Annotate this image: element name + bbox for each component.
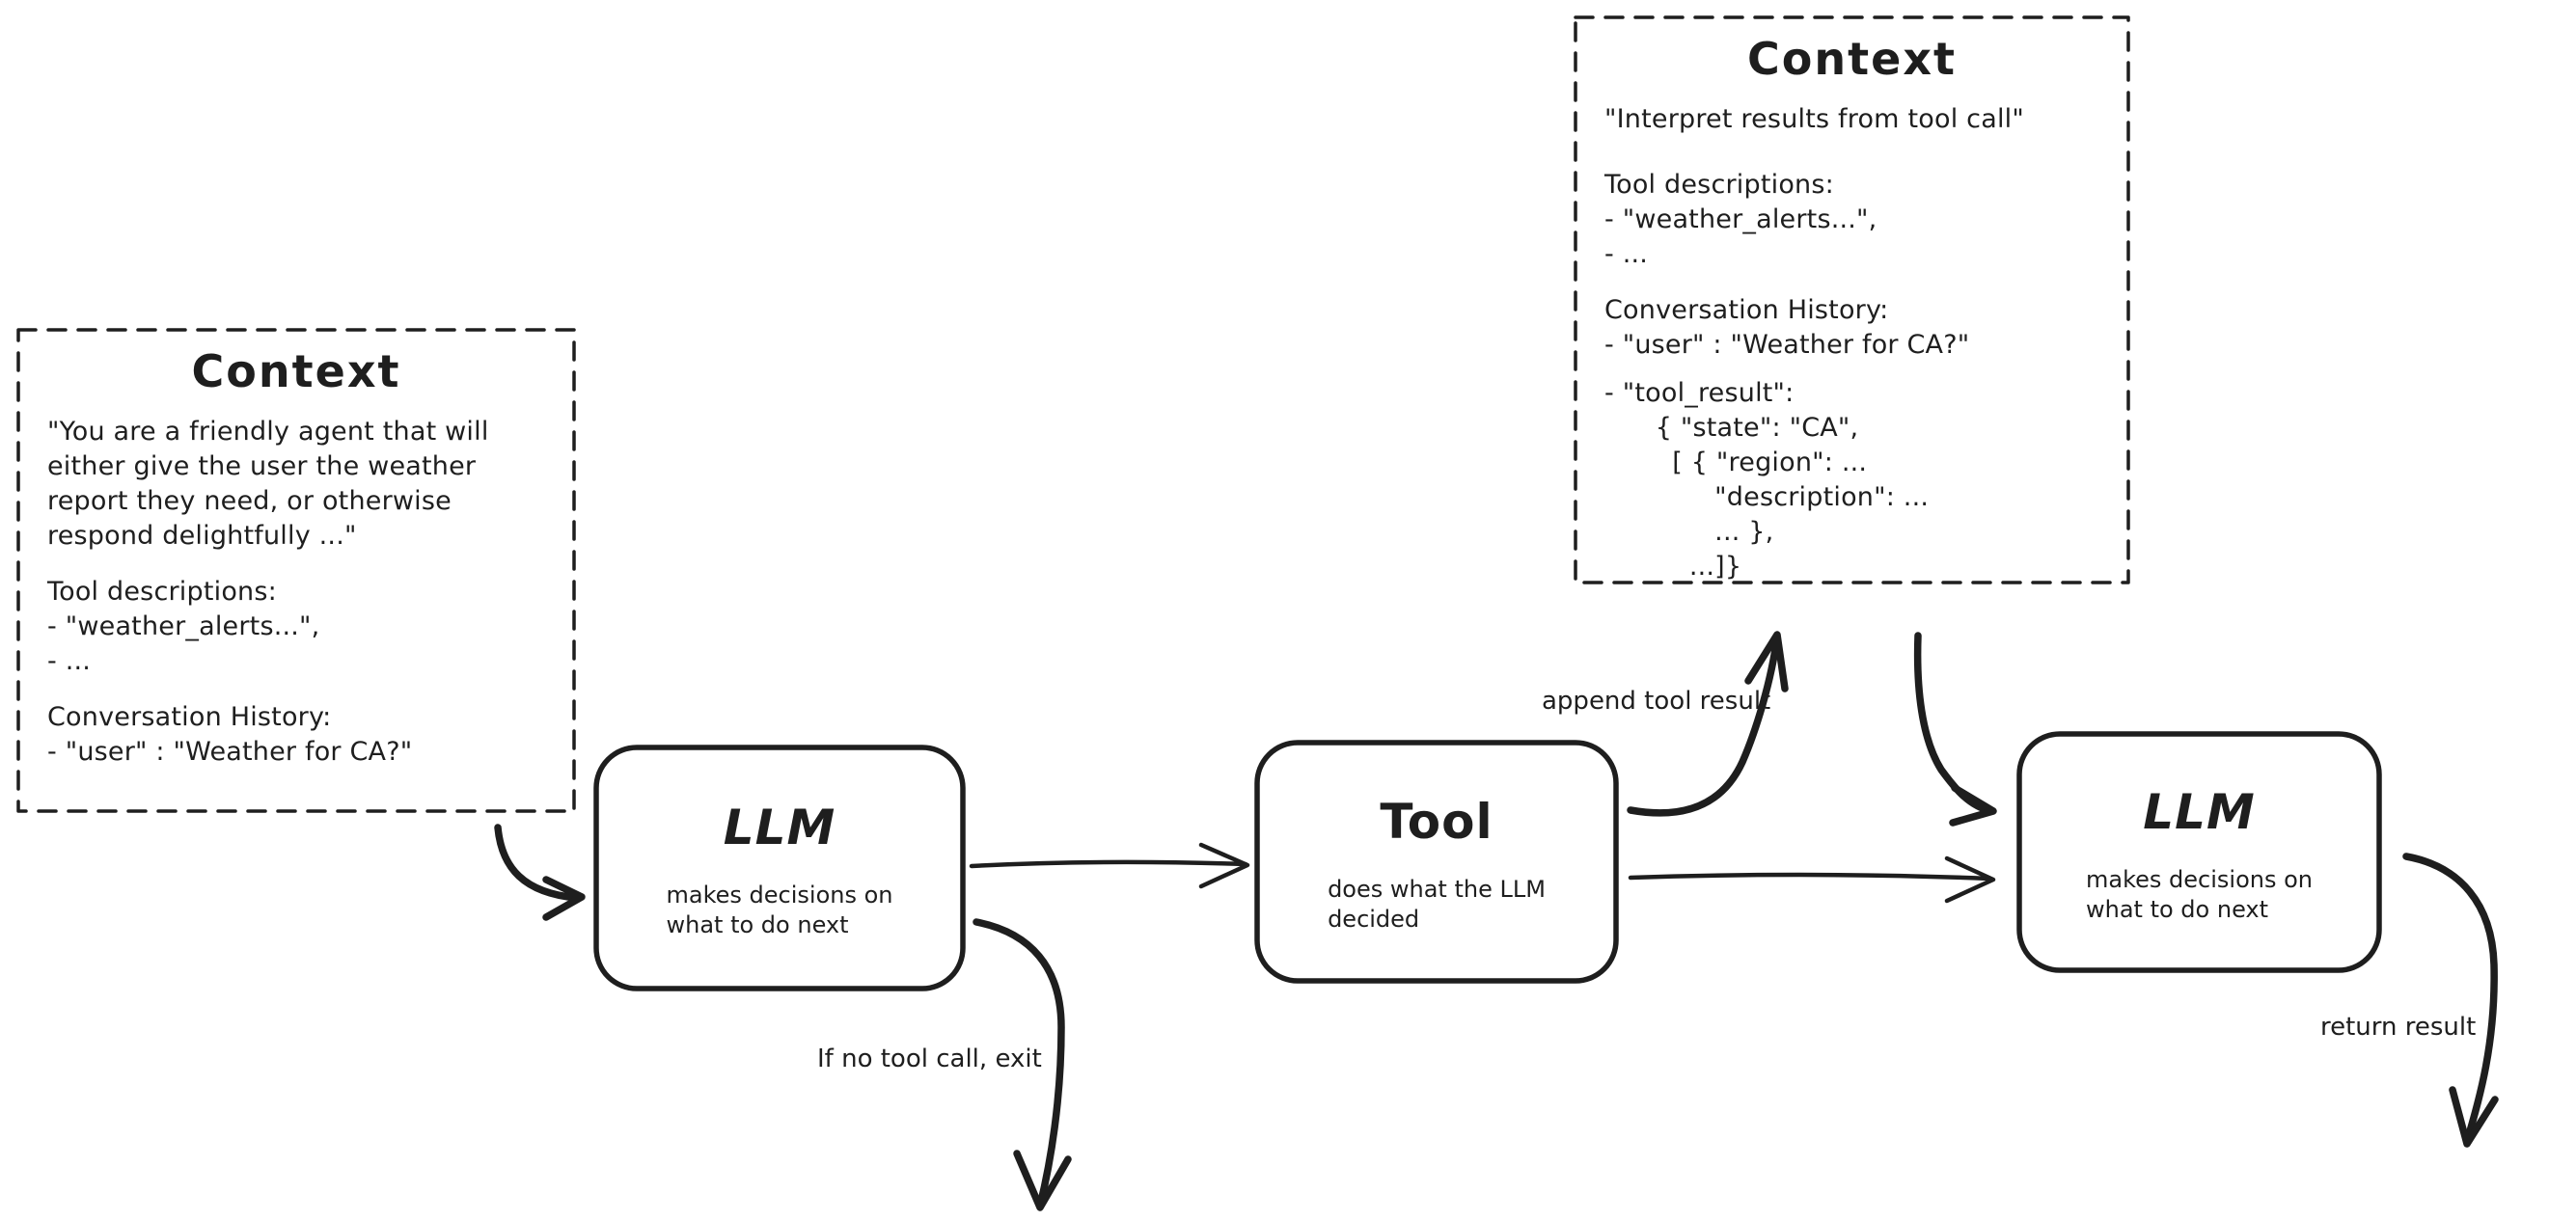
return-result-label: return result <box>2320 1013 2477 1042</box>
arrow-context-to-llm <box>494 824 586 921</box>
context-top-outline <box>1574 15 2130 584</box>
tool-outline <box>1254 740 1619 984</box>
if-no-tool-call-exit-label: If no tool call, exit <box>817 1045 1042 1073</box>
llm-node-first-title: LLM <box>723 800 836 855</box>
context-top-box: Context "Interpret results from tool cal… <box>1576 17 2128 583</box>
arrow-llm-to-tool <box>969 842 1250 889</box>
arrow-append-tool-result <box>1627 631 1789 817</box>
llm-node-first: LLM makes decisions on what to do next <box>596 747 963 989</box>
tool-node-title: Tool <box>1380 793 1494 850</box>
context-top-title: Context <box>1747 33 1957 85</box>
arrow-tool-to-llm <box>1628 855 1996 904</box>
arrow-context-to-llm-second <box>1913 632 1997 827</box>
append-tool-result-label: append tool result <box>1542 687 1771 716</box>
llm-node-second-title: LLM <box>2143 783 2256 840</box>
tool-result-text: - "tool_result": { "state": "CA", [ { "r… <box>1604 378 1930 582</box>
llm-node-first-subtitle: makes decisions on what to do next <box>666 882 893 938</box>
llm-node-second: LLM makes decisions on what to do next <box>2019 734 2379 970</box>
system-prompt-text: "You are a friendly agent that will eith… <box>47 417 489 551</box>
arrow-exit <box>973 918 1072 1211</box>
tool-node: Tool does what the LLM decided <box>1257 743 1616 981</box>
llm-second-outline <box>2016 731 2382 973</box>
llm-node-second-subtitle: makes decisions on what to do next <box>2086 865 2313 923</box>
context-left-title: Context <box>191 345 401 397</box>
tool-node-subtitle: does what the LLM decided <box>1328 875 1546 933</box>
conversation-history-text: Conversation History: - "user" : "Weathe… <box>1604 295 1970 360</box>
conversation-history-text: Conversation History: - "user" : "Weathe… <box>47 702 413 767</box>
tool-descriptions-text: Tool descriptions: - "weather_alerts..."… <box>47 577 320 676</box>
arrow-return-result <box>2402 853 2499 1148</box>
context-left-outline <box>16 328 576 813</box>
context-left-box: Context "You are a friendly agent that w… <box>18 330 574 811</box>
interpret-instruction-text: "Interpret results from tool call" <box>1604 104 2024 134</box>
llm-first-outline <box>593 745 966 991</box>
tool-descriptions-text: Tool descriptions: - "weather_alerts..."… <box>1604 170 1877 269</box>
